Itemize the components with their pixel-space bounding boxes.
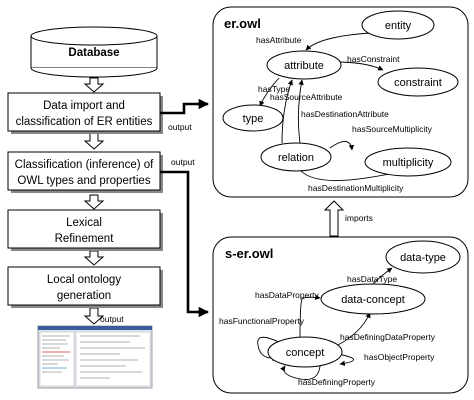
node-relation-label: relation bbox=[278, 152, 314, 164]
label-hasObjectProperty: hasObjectProperty bbox=[364, 352, 435, 362]
pipeline-step-2: Classification (inference) of OWL types … bbox=[7, 151, 163, 193]
step-4-line-1: Local ontology bbox=[47, 274, 121, 286]
imports-arrow bbox=[323, 200, 345, 237]
node-entity-label: entity bbox=[385, 20, 412, 32]
node-multiplicity-label: multiplicity bbox=[383, 157, 434, 169]
edge-hasObjectProperty bbox=[337, 353, 354, 366]
node-multiplicity bbox=[364, 147, 452, 177]
node-data-concept-label: data-concept bbox=[341, 294, 405, 306]
edge-hasDefiningProperty bbox=[280, 365, 321, 380]
pipeline-step-3: Lexical Refinement bbox=[7, 209, 163, 251]
edge-hasFunctionalProperty bbox=[257, 336, 284, 362]
node-relation bbox=[260, 142, 332, 172]
er-owl-title: er.owl bbox=[224, 16, 261, 31]
label-hasDestinationMultiplicity: hasDestinationMultiplicity bbox=[308, 183, 404, 193]
label-hasDataType: hasDataType bbox=[347, 274, 397, 284]
label-hasAttribute: hasAttribute bbox=[256, 35, 302, 45]
edge-hasSourceAttribute bbox=[281, 79, 293, 144]
step-4-line-2: generation bbox=[57, 290, 111, 302]
s-er-owl-panel: s-er.owl data-type data-concept concept … bbox=[212, 236, 469, 394]
node-data-type bbox=[385, 240, 461, 274]
edge-hasType bbox=[259, 77, 280, 107]
ontology-screenshot-thumbnail bbox=[37, 325, 153, 389]
step-2-line-1: Classification (inference) of bbox=[15, 159, 155, 171]
node-type-label: type bbox=[243, 113, 264, 125]
label-hasType: hasType bbox=[258, 84, 290, 94]
database-cylinder: Database bbox=[30, 26, 158, 78]
edge-hasConstraint bbox=[335, 61, 384, 71]
database-label: Database bbox=[68, 47, 119, 59]
step-3-line-1: Lexical bbox=[66, 217, 102, 229]
imports-label: imports bbox=[345, 213, 373, 223]
step-3-line-2: Refinement bbox=[55, 233, 115, 245]
node-data-concept bbox=[320, 283, 426, 315]
label-hasSourceAttribute: hasSourceAttribute bbox=[270, 92, 343, 102]
pipeline-arrows bbox=[83, 77, 105, 325]
s-er-owl-title: s-er.owl bbox=[225, 246, 273, 261]
label-hasSourceMultiplicity: hasSourceMultiplicity bbox=[352, 124, 433, 134]
node-entity bbox=[361, 10, 435, 40]
output-label-1: output bbox=[168, 122, 192, 132]
edge-hasDestinationAttribute bbox=[297, 79, 304, 144]
label-hasDataProperty: hasDataProperty bbox=[255, 290, 320, 300]
node-concept bbox=[267, 336, 343, 368]
label-hasConstraint: hasConstraint bbox=[347, 54, 400, 64]
node-attribute bbox=[266, 50, 342, 80]
output-arrow-2 bbox=[160, 170, 210, 318]
er-owl-panel: er.owl entity attribute constraint type … bbox=[212, 6, 469, 198]
node-data-type-label: data-type bbox=[400, 252, 446, 264]
label-hasDestinationAttribute: hasDestinationAttribute bbox=[301, 109, 389, 119]
label-hasDefiningProperty: hasDefiningProperty bbox=[298, 377, 376, 387]
step-1-line-2: classification of ER entities bbox=[16, 116, 153, 128]
output-arrow-1 bbox=[160, 98, 210, 115]
node-type bbox=[222, 104, 284, 132]
edge-hasDataProperty bbox=[299, 294, 321, 341]
step-2-line-2: OWL types and properties bbox=[17, 175, 150, 187]
label-hasDefiningDataProperty: hasDefiningDataProperty bbox=[340, 332, 436, 342]
node-constraint bbox=[377, 67, 459, 97]
node-concept-label: concept bbox=[286, 347, 325, 359]
edge-hasDataType bbox=[372, 267, 393, 285]
edge-hasDestinationMultiplicity bbox=[299, 169, 399, 181]
edge-hasSourceMultiplicity bbox=[329, 141, 355, 151]
step-1-line-1: Data import and bbox=[43, 100, 125, 112]
label-hasFunctionalProperty: hasFunctionalProperty bbox=[219, 316, 305, 326]
node-attribute-label: attribute bbox=[284, 60, 324, 72]
output-label-bottom: output bbox=[100, 314, 124, 324]
pipeline-step-4: Local ontology generation bbox=[7, 266, 163, 308]
pipeline-step-1: Data import and classification of ER ent… bbox=[7, 92, 163, 134]
output-label-2: output bbox=[171, 157, 195, 167]
node-constraint-label: constraint bbox=[394, 77, 442, 89]
edge-hasAttribute bbox=[305, 32, 373, 51]
